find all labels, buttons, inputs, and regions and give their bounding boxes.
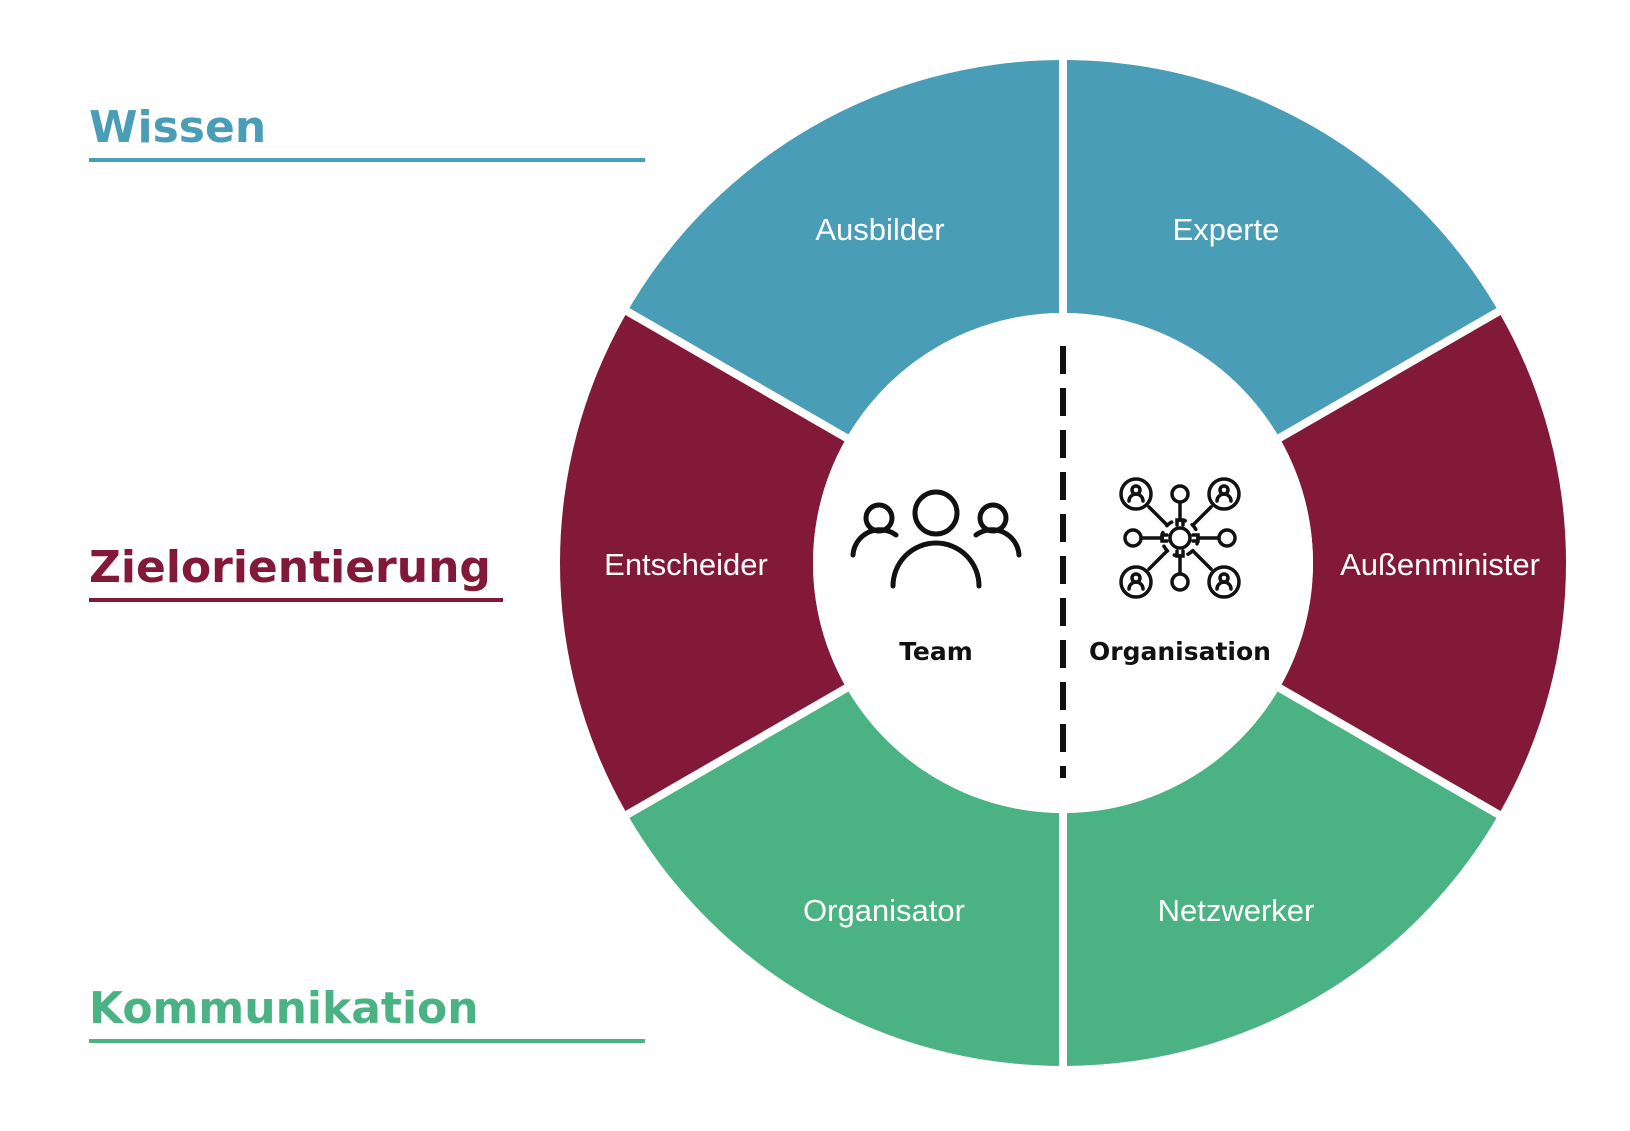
category-kommunikation: Kommunikation (89, 987, 645, 1043)
category-underline-kommunikation (89, 1039, 645, 1043)
segment-ausbilder (629, 60, 1060, 435)
center-label-organisation: Organisation (1089, 637, 1271, 666)
category-title-kommunikation: Kommunikation (89, 983, 479, 1034)
segment-entscheider (559, 314, 845, 812)
segment-label-entscheider: Entscheider (604, 547, 768, 582)
category-underline-zielorientierung (89, 598, 503, 602)
category-title-wissen: Wissen (89, 102, 267, 153)
segment-label-organisator: Organisator (803, 893, 965, 928)
team-people-icon (850, 489, 1022, 589)
center-label-team: Team (899, 637, 973, 666)
segment-label-ausbilder: Ausbilder (815, 212, 944, 247)
segment-label-aussenminister: Außenminister (1340, 547, 1540, 582)
category-wissen: Wissen (89, 106, 645, 162)
category-title-zielorientierung: Zielorientierung (89, 542, 491, 593)
segment-label-experte: Experte (1173, 212, 1280, 247)
segment-label-netzwerker: Netzwerker (1158, 893, 1315, 928)
segment-netzwerker (1066, 691, 1497, 1066)
segment-aussenminister (1281, 314, 1566, 812)
segment-experte (1066, 60, 1497, 435)
segment-organisator (629, 691, 1060, 1066)
network-gear-icon (1119, 477, 1241, 599)
category-zielorientierung: Zielorientierung (89, 546, 503, 602)
category-underline-wissen (89, 158, 645, 162)
